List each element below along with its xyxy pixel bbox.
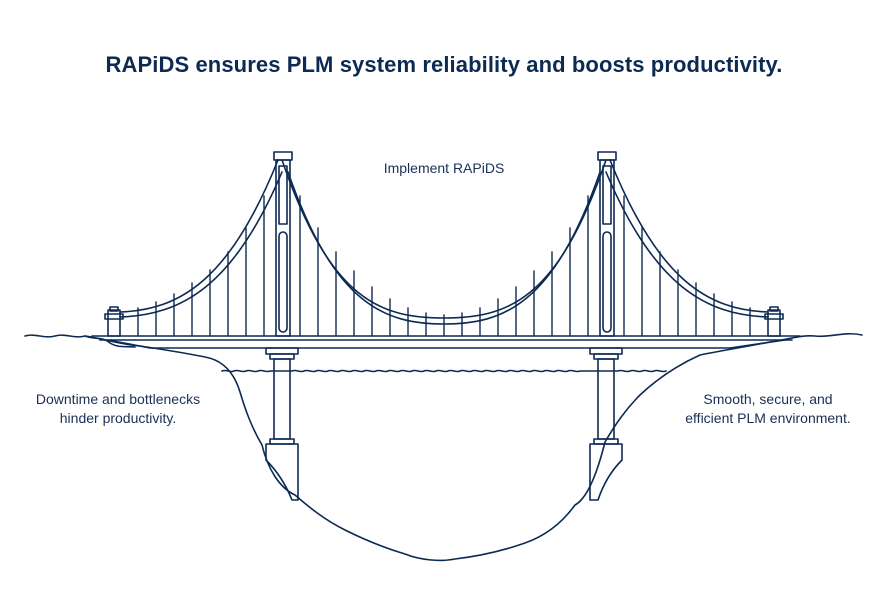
pier-left xyxy=(265,347,299,501)
anchor-left xyxy=(104,306,124,337)
left-cliff-edge xyxy=(84,335,136,348)
deck-end-left xyxy=(107,339,151,349)
suspenders-right xyxy=(623,195,751,337)
tower-left xyxy=(273,151,293,337)
suspenders-left xyxy=(137,195,265,337)
tower-right xyxy=(597,151,617,337)
label-problem-line-1: Downtime and bottlenecks xyxy=(35,391,201,407)
label-implement: Implement RAPiDS xyxy=(344,159,544,178)
water-line xyxy=(221,369,667,373)
label-problem: Downtime and bottlenecks hinder producti… xyxy=(18,390,218,428)
label-outcome-line-2: efficient PLM environment. xyxy=(685,410,851,426)
suspenders-main xyxy=(299,195,589,337)
canyon-outline xyxy=(24,332,863,562)
label-implement-line: Implement RAPiDS xyxy=(383,160,505,176)
label-outcome: Smooth, secure, and efficient PLM enviro… xyxy=(668,390,868,428)
pier-right xyxy=(589,347,623,501)
label-problem-line-2: hinder productivity. xyxy=(59,410,177,426)
label-outcome-line-1: Smooth, secure, and xyxy=(703,391,833,407)
page-title: RAPiDS ensures PLM system reliability an… xyxy=(105,52,783,77)
anchor-right xyxy=(764,306,784,337)
main-cables xyxy=(119,159,769,325)
deck-end-right xyxy=(729,339,786,349)
